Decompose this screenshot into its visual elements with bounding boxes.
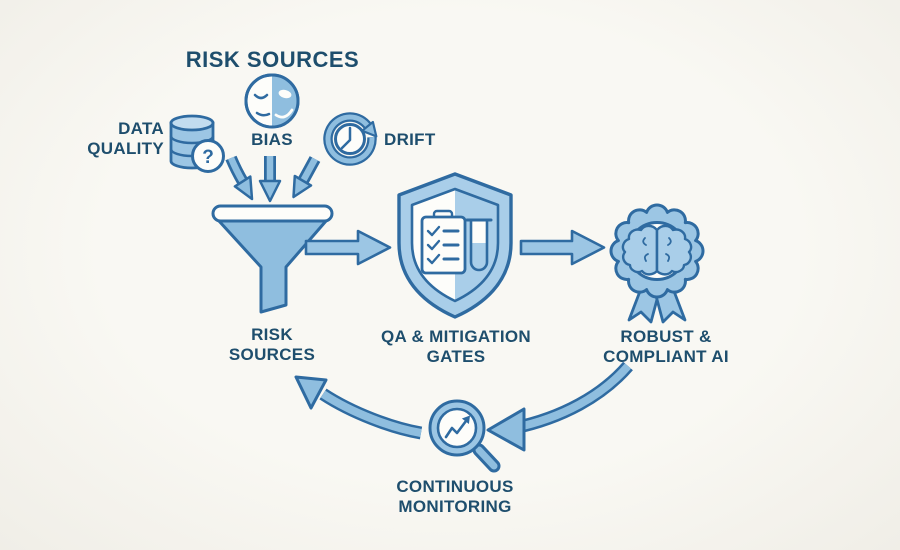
- database-icon: ?: [169, 114, 225, 173]
- risk-sources-heading-text: RISK SOURCES: [185, 47, 360, 72]
- clipboard-checklist-icon: [420, 209, 467, 275]
- robust-compliant-label: ROBUST & COMPLIANT AI: [576, 327, 756, 367]
- drift-clock-icon: [323, 112, 378, 166]
- test-tube-icon: [465, 218, 493, 272]
- funnel-label-line2: SOURCES: [228, 345, 316, 365]
- data-quality-label-line1: DATA: [118, 119, 164, 138]
- data-quality-label-line2: QUALITY: [87, 139, 164, 159]
- arrow-funnel-to-gates: [304, 229, 392, 266]
- bias-label-text: BIAS: [251, 130, 293, 149]
- magnifier-trend-icon: [428, 399, 501, 473]
- bias-label: BIAS: [237, 130, 307, 150]
- down-arrows-into-funnel: [225, 155, 321, 203]
- curved-arrow-badge-to-monitoring: [486, 361, 633, 452]
- award-rosette-icon: [609, 203, 705, 324]
- funnel-label: RISK SOURCES: [206, 325, 338, 365]
- bias-face-icon: [244, 73, 300, 129]
- qa-gates-label: QA & MITIGATION GATES: [366, 327, 546, 367]
- funnel-label-line1: RISK: [251, 325, 293, 344]
- shield-icon: [397, 172, 513, 319]
- qa-gates-label-line2: GATES: [426, 347, 486, 367]
- continuous-monitoring-label-line2: MONITORING: [398, 497, 512, 517]
- drift-label: DRIFT: [384, 130, 464, 150]
- question-mark-glyph: ?: [202, 147, 214, 168]
- question-mark-badge: ?: [191, 139, 225, 173]
- data-quality-label: DATA QUALITY: [58, 119, 164, 159]
- curved-arrow-monitoring-to-funnel: [294, 375, 423, 440]
- drift-label-text: DRIFT: [384, 130, 436, 149]
- trend-line-icon: [444, 415, 470, 439]
- robust-compliant-label-line2: COMPLIANT AI: [603, 347, 729, 367]
- continuous-monitoring-label-line1: CONTINUOUS: [396, 477, 514, 496]
- risk-sources-heading: RISK SOURCES: [170, 47, 375, 73]
- continuous-monitoring-label: CONTINUOUS MONITORING: [365, 477, 545, 517]
- qa-gates-label-line1: QA & MITIGATION: [381, 327, 531, 346]
- brain-icon: [621, 224, 693, 276]
- robust-compliant-label-line1: ROBUST &: [620, 327, 712, 346]
- arrow-gates-to-badge: [519, 229, 606, 266]
- funnel-icon: [211, 204, 334, 314]
